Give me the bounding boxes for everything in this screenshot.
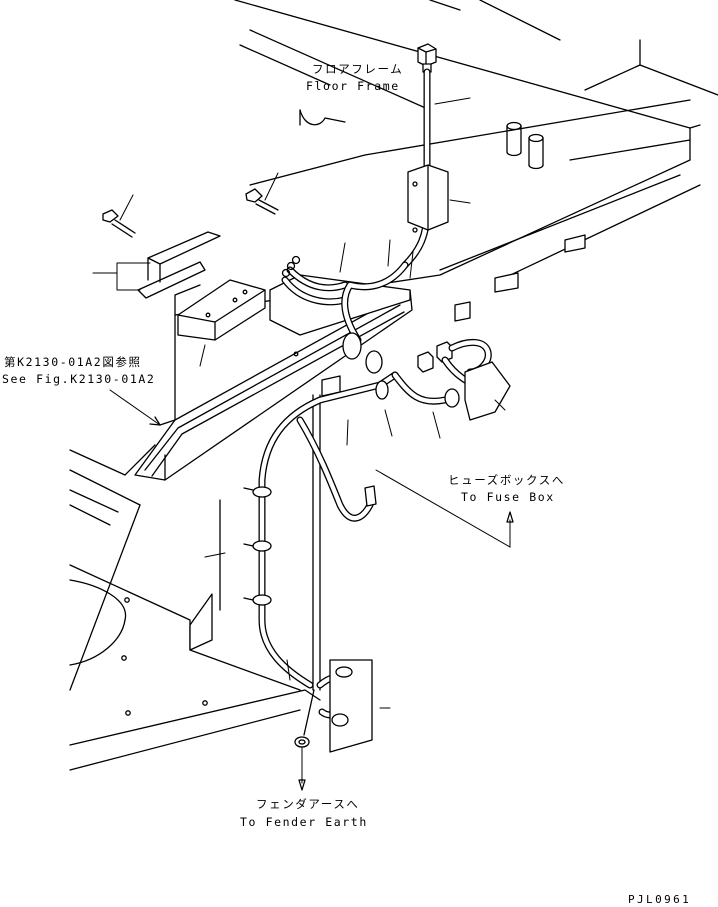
see-fig-label-jp: 第K2130-01A2図参照: [4, 355, 142, 369]
fuse-box-label-jp: ヒューズボックスへ: [448, 473, 565, 487]
leader-lines: [92, 97, 514, 791]
fuse-box-label-en: To Fuse Box: [461, 490, 555, 504]
floor-frame-label-jp: フロアフレーム: [312, 62, 403, 76]
floor-frame-label-en: Floor Frame: [306, 79, 400, 93]
see-fig-label-en: See Fig.K2130-01A2: [2, 372, 155, 386]
fender-plate: [69, 444, 321, 771]
fender-earth-label-jp: フェンダアースへ: [256, 797, 360, 811]
pin-right: [528, 133, 544, 170]
relay-connectors: [417, 339, 511, 421]
fender-earth-label-en: To Fender Earth: [240, 815, 368, 829]
floor-frame: [174, 0, 718, 322]
lamp-housing: [134, 274, 413, 481]
lower-harness: [219, 371, 449, 753]
pin-left: [506, 121, 522, 157]
upper-harness: [281, 43, 449, 374]
labels: フロアフレーム Floor Frame 第K2130-01A2図参照 See F…: [2, 62, 691, 906]
bracket-bolts: [102, 188, 279, 299]
drawing-code: PJL0961: [628, 893, 691, 906]
